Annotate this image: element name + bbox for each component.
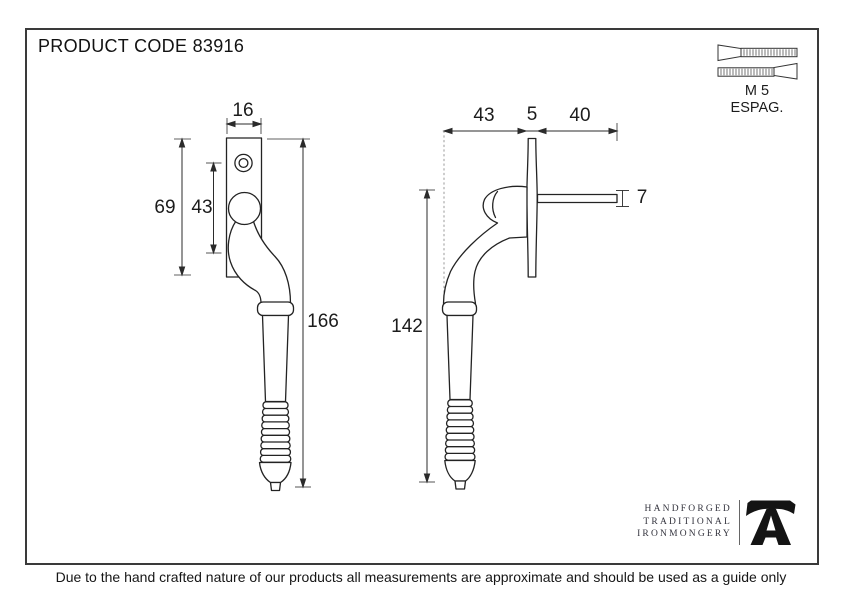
side-grip-bulb bbox=[444, 459, 476, 482]
drawing-border bbox=[25, 28, 819, 565]
product-code-label: PRODUCT CODE 83916 bbox=[38, 36, 245, 56]
front-grip-bulb bbox=[258, 461, 292, 484]
dim-side-length-label: 142 bbox=[391, 316, 423, 337]
front-reeded-grip bbox=[259, 401, 292, 463]
dim-side-spindle-length-label: 40 bbox=[569, 105, 591, 126]
dim-front-plate-height-label: 69 bbox=[154, 197, 176, 218]
dim-side-thickness-label: 5 bbox=[526, 104, 538, 125]
front-view-dimensions bbox=[174, 118, 311, 489]
front-view-drawing bbox=[225, 137, 295, 492]
side-view-drawing bbox=[441, 130, 618, 490]
dim-front-plate-width-label: 16 bbox=[232, 100, 254, 121]
screw-pair-icon bbox=[717, 44, 798, 80]
dim-side-spindle-size-label: 7 bbox=[636, 187, 648, 208]
front-screw-hole-inner bbox=[238, 157, 249, 169]
dim-front-length-label: 166 bbox=[307, 311, 339, 332]
branding-text-block: HANDFORGED TRADITIONAL IRONMONGERY bbox=[532, 503, 732, 541]
front-grip-tip bbox=[269, 481, 282, 492]
side-dome-inner-arc bbox=[492, 190, 499, 219]
branding-line-1: HANDFORGED bbox=[644, 504, 732, 514]
front-handle-arm bbox=[227, 220, 292, 305]
side-spindle bbox=[536, 193, 618, 204]
disclaimer-text: Due to the hand crafted nature of our pr… bbox=[55, 569, 787, 585]
dim-front-hole-offset-label: 43 bbox=[191, 197, 213, 218]
front-collar bbox=[256, 301, 295, 317]
side-backplate bbox=[526, 137, 538, 278]
screw1-shank bbox=[740, 47, 798, 58]
branding-divider bbox=[739, 500, 740, 545]
front-grip-shaft bbox=[261, 314, 290, 403]
screw1-thread bbox=[743, 49, 796, 56]
side-handle-arm bbox=[442, 185, 528, 305]
screw1-head bbox=[717, 44, 742, 62]
side-collar bbox=[441, 301, 478, 317]
screw2-head bbox=[773, 62, 798, 80]
branding-line-3: IRONMONGERY bbox=[637, 529, 732, 540]
front-pivot-ball bbox=[227, 191, 262, 226]
branding-line-2: TRADITIONAL bbox=[643, 516, 732, 527]
side-reeded-grip bbox=[444, 399, 476, 461]
dim-side-projection-label: 43 bbox=[473, 105, 495, 126]
screw-size-label: M 5 bbox=[744, 83, 770, 99]
anvil-logo-icon bbox=[746, 500, 796, 545]
screw2-thread bbox=[720, 68, 773, 76]
side-grip-shaft bbox=[446, 314, 474, 401]
screw-type-label: ESPAG. bbox=[730, 100, 784, 116]
side-grip-tip bbox=[454, 480, 467, 490]
side-view-dimensions bbox=[419, 123, 629, 484]
